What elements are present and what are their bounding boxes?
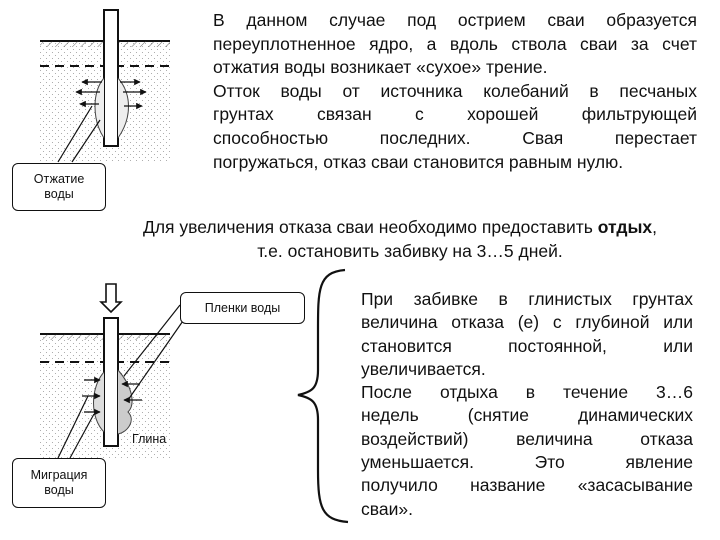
- middle-paragraph: Для увеличения отказа сваи необходимо пр…: [110, 215, 690, 263]
- text-line: уменьшается. Это явление: [361, 452, 693, 473]
- text-line: При забивке в глинистых грунтах: [361, 289, 693, 309]
- label-water-migration: Миграция воды: [12, 458, 106, 508]
- label-water-films: Пленки воды: [180, 292, 305, 324]
- text-line: сваи».: [361, 498, 413, 519]
- curly-brace: [297, 268, 349, 524]
- text-line: получило название «засасывание: [361, 475, 693, 496]
- leader-line: [123, 304, 181, 377]
- text-line: воздействий) величина отказа: [361, 428, 693, 449]
- top-paragraph: В данном случае под острием сваи образуе…: [213, 9, 697, 174]
- pile: [103, 9, 119, 147]
- leader-line: [57, 395, 89, 459]
- label-clay: Глина: [132, 432, 167, 446]
- label-water-migration-text: Миграция воды: [30, 468, 88, 497]
- text-line: т.е. остановить забивку на 3…5 дней.: [257, 241, 563, 261]
- label-water-squeeze: Отжатие воды: [12, 163, 106, 211]
- text-line: грунтах связан с хорошей фильтрующей: [213, 104, 697, 125]
- text-line: погружаться, отказ сваи становится равны…: [213, 151, 624, 172]
- bottom-paragraph: При забивке в глинистых грунтах величина…: [361, 288, 693, 521]
- text-line: В данном случае под острием сваи образуе…: [213, 10, 697, 30]
- text-fragment: Для увеличения отказа сваи необходимо пр…: [142, 217, 598, 237]
- emphasis-rest: отдых: [597, 217, 653, 237]
- text-line: недель (снятие динамических: [361, 405, 693, 426]
- label-water-films-text: Пленки воды: [204, 300, 281, 315]
- text-line: величина отказа (е) с глубиной или: [361, 312, 693, 333]
- text-line: становится постоянной, или: [361, 335, 693, 356]
- text-line: способностью последних. Свая перестает: [213, 127, 697, 148]
- text-line: увеличивается.: [361, 358, 486, 379]
- leader-line: [57, 105, 93, 163]
- leader-line: [69, 413, 95, 459]
- text-line: отжатия воды возникает «сухое» трение.: [213, 57, 548, 78]
- water-migration-arrows: [82, 376, 142, 416]
- text-line: переуплотненное ядро, а вдоль ствола сва…: [213, 33, 697, 54]
- text-fragment: ,: [652, 217, 658, 237]
- pile: [103, 317, 119, 447]
- label-water-squeeze-text: Отжатие воды: [33, 172, 85, 201]
- water-squeeze-arrows: [75, 78, 147, 110]
- leader-line: [127, 317, 186, 401]
- text-line: После отдыха в течение 3…6: [361, 382, 693, 403]
- load-arrow-icon: [99, 283, 123, 314]
- leader-line: [71, 119, 101, 163]
- text-line: Отток воды от источника колебаний в песч…: [213, 80, 697, 101]
